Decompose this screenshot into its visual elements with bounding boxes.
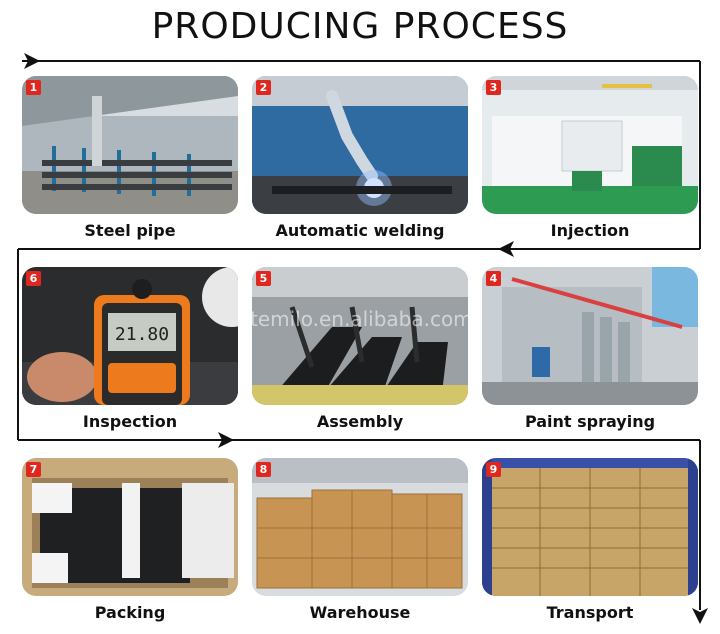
step-label-paint-spraying: Paint spraying — [524, 412, 656, 431]
step-number-badge: 8 — [256, 462, 271, 477]
step-number-badge: 6 — [26, 271, 41, 286]
watermark: temilo.en.alibaba.com — [250, 307, 473, 331]
step-label-packing: Packing — [94, 603, 166, 622]
arrow-left-icon — [498, 241, 514, 257]
assembly-photo — [252, 267, 468, 405]
paint-spraying-photo — [482, 267, 698, 405]
step-label-warehouse: Warehouse — [309, 603, 411, 622]
arrow-right-icon — [24, 53, 40, 69]
automatic-welding-photo — [252, 76, 468, 214]
step-card-injection: 3 — [482, 76, 698, 214]
warehouse-photo — [252, 458, 468, 596]
injection-photo — [482, 76, 698, 214]
step-card-paint-spraying: 4 — [482, 267, 698, 405]
step-label-injection: Injection — [550, 221, 630, 240]
step-number-badge: 4 — [486, 271, 501, 286]
step-label-automatic-welding: Automatic welding — [275, 221, 445, 240]
step-card-warehouse: 8 — [252, 458, 468, 596]
step-label-steel-pipe: Steel pipe — [84, 221, 176, 240]
packing-photo — [22, 458, 238, 596]
inspection-photo: 21.80 — [22, 267, 238, 405]
step-number-badge: 7 — [26, 462, 41, 477]
step-number-badge: 2 — [256, 80, 271, 95]
page-title: PRODUCING PROCESS — [151, 6, 569, 47]
meter-reading: 21.80 — [115, 324, 169, 345]
step-label-transport: Transport — [546, 603, 634, 622]
transport-photo — [482, 458, 698, 596]
step-card-assembly: 5 — [252, 267, 468, 405]
step-card-inspection: 21.80 6 — [22, 267, 238, 405]
step-card-transport: 9 — [482, 458, 698, 596]
arrow-right-icon — [218, 432, 234, 448]
step-label-inspection: Inspection — [82, 412, 178, 431]
step-card-steel-pipe: 1 — [22, 76, 238, 214]
step-number-badge: 9 — [486, 462, 501, 477]
step-label-assembly: Assembly — [316, 412, 404, 431]
step-number-badge: 5 — [256, 271, 271, 286]
step-card-automatic-welding: 2 — [252, 76, 468, 214]
step-number-badge: 3 — [486, 80, 501, 95]
step-number-badge: 1 — [26, 80, 41, 95]
step-card-packing: 7 — [22, 458, 238, 596]
steel-pipe-photo — [22, 76, 238, 214]
